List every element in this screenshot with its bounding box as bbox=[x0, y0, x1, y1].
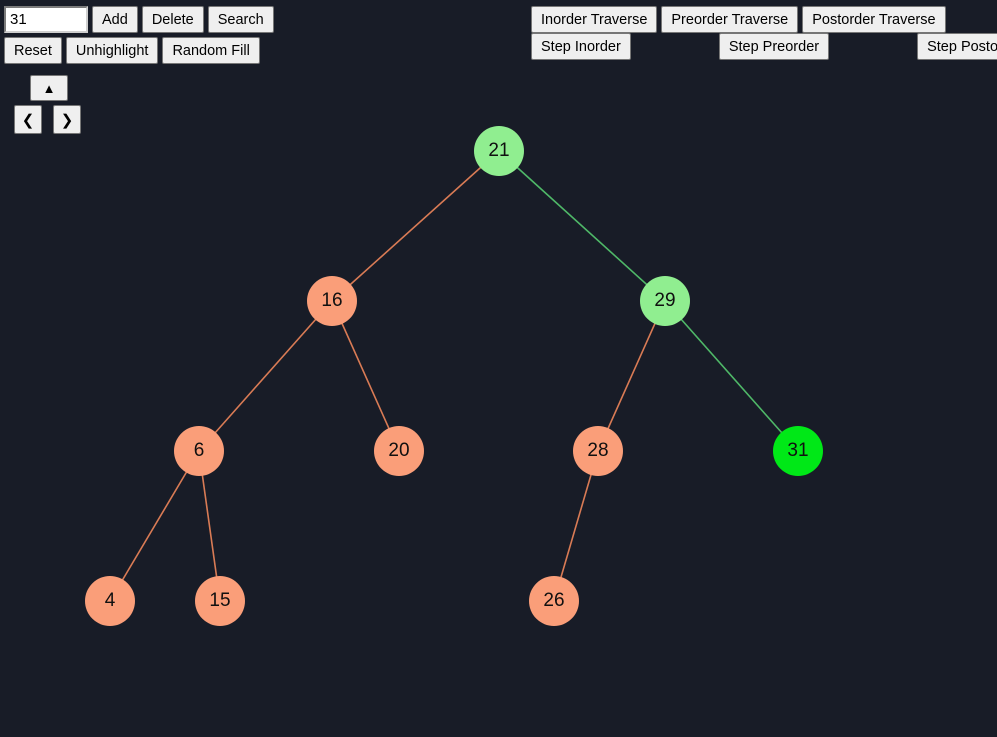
postorder-traverse-button[interactable]: Postorder Traverse bbox=[802, 6, 946, 33]
tree-edge bbox=[664, 300, 799, 452]
step-preorder-button[interactable]: Step Preorder bbox=[718, 33, 830, 60]
tree-edge bbox=[198, 300, 333, 452]
arrow-up-icon[interactable]: ▲ bbox=[30, 75, 68, 101]
search-button[interactable]: Search bbox=[207, 6, 274, 33]
random-fill-button[interactable]: Random Fill bbox=[162, 37, 260, 64]
tree-node-label: 20 bbox=[388, 440, 410, 461]
preorder-traverse-button[interactable]: Preorder Traverse bbox=[661, 6, 799, 33]
tree-node-label: 29 bbox=[654, 290, 676, 311]
tree-node-label: 15 bbox=[209, 590, 231, 611]
tree-edge bbox=[109, 450, 200, 602]
tree-node-16[interactable]: 16 bbox=[307, 276, 357, 326]
tree-edge bbox=[331, 150, 500, 302]
step-postorder-button[interactable]: Step Postorder bbox=[917, 33, 997, 60]
step-inorder-button[interactable]: Step Inorder bbox=[531, 33, 631, 60]
tree-node-label: 26 bbox=[543, 590, 565, 611]
tree-node-4[interactable]: 4 bbox=[85, 576, 135, 626]
value-input[interactable] bbox=[4, 6, 88, 33]
tree-node-29[interactable]: 29 bbox=[640, 276, 690, 326]
step-traverse-row: Step Inorder Step Preorder Step Postorde… bbox=[531, 33, 997, 60]
tree-edge bbox=[498, 150, 666, 302]
inorder-traverse-button[interactable]: Inorder Traverse bbox=[531, 6, 658, 33]
node-ops-row: Add Delete Search bbox=[4, 6, 274, 33]
arrow-right-icon[interactable]: ❯ bbox=[53, 105, 81, 134]
reset-button[interactable]: Reset bbox=[4, 37, 62, 64]
tree-node-31[interactable]: 31 bbox=[773, 426, 823, 476]
tree-node-label: 16 bbox=[321, 290, 343, 311]
tree-node-label: 31 bbox=[787, 440, 809, 461]
tree-node-label: 4 bbox=[104, 590, 116, 611]
tree-node-6[interactable]: 6 bbox=[174, 426, 224, 476]
tree-ops-row: Reset Unhighlight Random Fill bbox=[4, 37, 260, 64]
tree-node-15[interactable]: 15 bbox=[195, 576, 245, 626]
unhighlight-button[interactable]: Unhighlight bbox=[65, 37, 159, 64]
tree-node-28[interactable]: 28 bbox=[573, 426, 623, 476]
tree-node-20[interactable]: 20 bbox=[374, 426, 424, 476]
tree-node-label: 6 bbox=[193, 440, 205, 461]
delete-button[interactable]: Delete bbox=[141, 6, 204, 33]
tree-node-label: 28 bbox=[587, 440, 609, 461]
add-button[interactable]: Add bbox=[92, 6, 138, 33]
tree-node-26[interactable]: 26 bbox=[529, 576, 579, 626]
traverse-row: Inorder Traverse Preorder Traverse Posto… bbox=[531, 6, 946, 33]
tree-node-21[interactable]: 21 bbox=[474, 126, 524, 176]
arrow-left-icon[interactable]: ❮ bbox=[14, 105, 42, 134]
tree-node-label: 21 bbox=[488, 140, 510, 161]
